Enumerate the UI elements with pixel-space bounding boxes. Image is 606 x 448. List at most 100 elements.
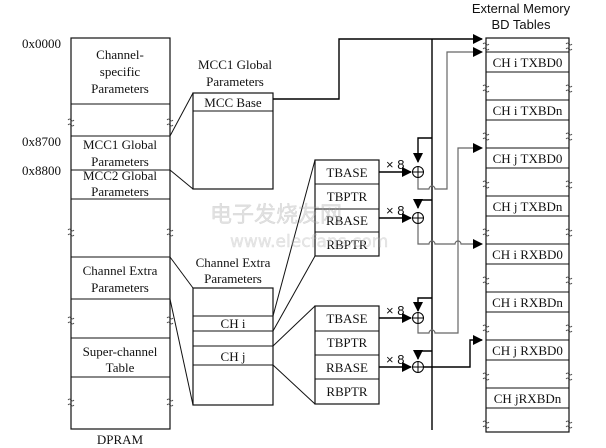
- dpram-mcc1-global-line2: Parameters: [91, 154, 149, 169]
- break-mark-icon: [482, 329, 490, 333]
- address-0x0000: 0x0000: [22, 36, 61, 51]
- break-mark-icon: [565, 47, 573, 51]
- break-mark-icon: [482, 425, 490, 429]
- break-mark-icon: [565, 84, 573, 88]
- mcc-base-cell: MCC Base: [204, 95, 262, 110]
- break-mark-icon: [482, 324, 490, 328]
- break-mark-icon: [482, 42, 490, 46]
- channel-extra-expand-top: [169, 256, 194, 289]
- multiplier-label-2: × 8: [386, 203, 404, 218]
- bd-entry-ch-i-txbdn: CH i TXBDn: [493, 103, 563, 118]
- bd-entry-ch-j-txbdn: CH j TXBDn: [493, 199, 563, 214]
- adder-group: × 8 × 8 × 8 × 8: [379, 157, 424, 373]
- ptr1-tbase: TBASE: [326, 165, 367, 180]
- external-memory-title-line1: BD Tables: [491, 17, 551, 32]
- dpram-channel-specific-line2: specific: [100, 64, 141, 79]
- break-mark-icon: [565, 180, 573, 184]
- break-mark-icon: [482, 132, 490, 136]
- break-mark-icon: [482, 420, 490, 424]
- break-mark-icon: [166, 398, 174, 402]
- bd-entry-ch-i-rxbd0: CH i RXBD0: [492, 247, 563, 262]
- channel-extra-ch-i: CH i: [221, 316, 246, 331]
- watermark-url: www.elecfans.com: [230, 232, 388, 252]
- break-mark-icon: [482, 377, 490, 381]
- ptr2-tbase: TBASE: [326, 311, 367, 326]
- dpram-outline: [70, 37, 171, 430]
- ch-j-link-bottom: [272, 364, 316, 405]
- break-mark-icon: [482, 185, 490, 189]
- break-mark-icon: [166, 403, 174, 407]
- break-mark-icon: [565, 276, 573, 280]
- mcc1-expand-line-bottom: [169, 169, 194, 190]
- channel-extra-title-line1: Channel Extra: [196, 255, 271, 270]
- bd-pointer-lines: [417, 47, 482, 368]
- break-mark-icon: [67, 403, 75, 407]
- break-mark-icon: [482, 47, 490, 51]
- break-mark-icon: [166, 118, 174, 122]
- ch-j-link-top: [272, 305, 316, 347]
- bd-entry-ch-j-txbd0: CH j TXBD0: [493, 151, 563, 166]
- break-mark-icon: [565, 377, 573, 381]
- break-mark-icon: [565, 185, 573, 189]
- break-mark-icon: [565, 372, 573, 376]
- mcc1-global-table: [192, 92, 274, 190]
- break-mark-icon: [482, 281, 490, 285]
- break-mark-icon: [565, 324, 573, 328]
- bd-entry-ch-i-txbd0: CH i TXBD0: [493, 55, 563, 70]
- dpram-mcc2-global-line1: MCC2 Global: [83, 168, 157, 183]
- channel-extra-ch-j: CH j: [221, 349, 246, 364]
- break-mark-icon: [67, 316, 75, 320]
- external-memory-outline: [485, 37, 570, 433]
- break-mark-icon: [166, 228, 174, 232]
- break-mark-icon: [565, 329, 573, 333]
- break-mark-icon: [67, 228, 75, 232]
- dpram-channel-specific-line1: Channel-: [96, 47, 144, 62]
- ptr2-tbptr: TBPTR: [327, 335, 368, 350]
- mcc-base-bus: [273, 34, 483, 430]
- break-mark-icon: [67, 398, 75, 402]
- break-mark-icon: [166, 233, 174, 237]
- address-0x8700: 0x8700: [22, 134, 61, 149]
- ptr2-rbptr: RBPTR: [326, 384, 368, 399]
- break-mark-icon: [482, 84, 490, 88]
- bd-entry-ch-j-rxbd0: CH j RXBD0: [492, 343, 563, 358]
- break-mark-icon: [67, 233, 75, 237]
- break-mark-icon: [482, 137, 490, 141]
- break-mark-icon: [565, 420, 573, 424]
- external-memory-title-line1: External Memory: [472, 1, 571, 16]
- mcc1-global-title-line1: MCC1 Global: [198, 57, 272, 72]
- watermark-cn: 电子发烧友网: [210, 203, 342, 228]
- channel-extra-expand-bottom: [169, 298, 194, 406]
- break-mark-icon: [565, 281, 573, 285]
- multiplier-label-1: × 8: [386, 157, 404, 172]
- dpram-channel-extra-line1: Channel Extra: [83, 263, 158, 278]
- ptr1-rbptr: RBPTR: [326, 237, 368, 252]
- ptr2-rbase: RBASE: [326, 360, 368, 375]
- break-mark-icon: [482, 233, 490, 237]
- channel-extra-block: Channel Extra Parameters CH i CH j: [169, 255, 274, 406]
- dpram-channel-extra-line2: Parameters: [91, 280, 149, 295]
- ptr1-tbptr: TBPTR: [327, 189, 368, 204]
- mcc1-expand-line-top: [169, 92, 194, 137]
- dpram-block: 0x0000 0x8700 0x8800 Channel- specific P…: [22, 36, 174, 447]
- break-mark-icon: [565, 137, 573, 141]
- mcc1-global-title-line2: Parameters: [206, 74, 264, 89]
- break-mark-icon: [482, 89, 490, 93]
- break-mark-icon: [565, 42, 573, 46]
- break-mark-icon: [565, 228, 573, 232]
- break-mark-icon: [67, 118, 75, 122]
- break-mark-icon: [565, 425, 573, 429]
- break-mark-icon: [166, 316, 174, 320]
- external-memory-block: External Memory BD Tables CH i TXBD0 CH i…: [472, 1, 573, 433]
- mcc1-global-block: MCC1 Global Parameters MCC Base: [169, 57, 274, 190]
- dpram-channel-specific-line3: Parameters: [91, 81, 149, 96]
- break-mark-icon: [67, 321, 75, 325]
- dpram-label: DPRAM: [97, 432, 144, 447]
- multiplier-label-4: × 8: [386, 352, 404, 367]
- dpram-super-channel-line1: Super-channel: [83, 344, 158, 359]
- address-0x8800: 0x8800: [22, 163, 61, 178]
- channel-extra-title-line2: Parameters: [204, 271, 262, 286]
- dpram-mcc2-global-line2: Parameters: [91, 184, 149, 199]
